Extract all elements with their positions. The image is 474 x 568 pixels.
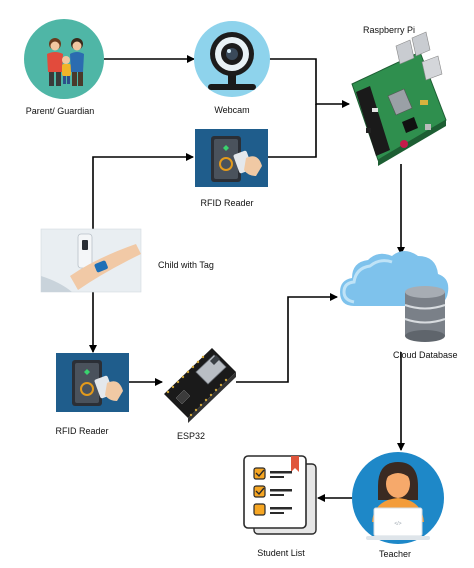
cloud-database-icon xyxy=(340,251,449,342)
raspberry-pi-board-icon xyxy=(351,31,447,166)
webcam-node: Webcam xyxy=(194,21,270,115)
connectors xyxy=(89,55,405,502)
raspberry-pi-label: Raspberry Pi xyxy=(363,25,415,35)
teacher-icon: </> xyxy=(352,452,444,544)
student-list-node: Student List xyxy=(243,455,317,558)
line-rfid-top-to-raspberry xyxy=(268,104,317,158)
svg-text:</>: </> xyxy=(394,521,401,527)
parent-guardian-icon xyxy=(24,19,104,99)
webcam-icon xyxy=(194,21,270,97)
arrow-child-to-rfid-top xyxy=(92,153,194,229)
cloud-database-label: Cloud Database xyxy=(393,350,458,360)
esp32-label: ESP32 xyxy=(177,431,205,441)
child-with-tag-node: Child with Tag xyxy=(40,228,214,293)
cloud-database-node: Cloud Database xyxy=(340,251,458,360)
child-wristband-tag-icon xyxy=(40,228,142,293)
rfid-reader-bottom-node: RFID Reader xyxy=(55,353,129,436)
rfid-reader-icon xyxy=(56,353,129,412)
arrow-webcam-to-raspberry xyxy=(268,58,350,108)
esp32-node: ESP32 xyxy=(164,348,236,441)
rfid-reader-top-label: RFID Reader xyxy=(200,198,253,208)
child-with-tag-label: Child with Tag xyxy=(158,260,214,270)
teacher-label: Teacher xyxy=(379,549,411,559)
teacher-node: </> Teacher xyxy=(352,452,444,559)
parent-guardian-node: Parent/ Guardian xyxy=(24,19,104,116)
rfid-reader-icon xyxy=(195,129,268,187)
raspberry-pi-node: Raspberry Pi xyxy=(351,25,447,166)
esp32-board-icon xyxy=(164,348,236,423)
rfid-reader-bottom-label: RFID Reader xyxy=(55,426,108,436)
webcam-label: Webcam xyxy=(214,105,249,115)
parent-guardian-label: Parent/ Guardian xyxy=(26,106,95,116)
student-list-label: Student List xyxy=(257,548,305,558)
rfid-reader-top-node: RFID Reader xyxy=(195,129,268,208)
arrow-esp32-to-cloud xyxy=(236,293,338,383)
checklist-icon xyxy=(243,455,317,535)
